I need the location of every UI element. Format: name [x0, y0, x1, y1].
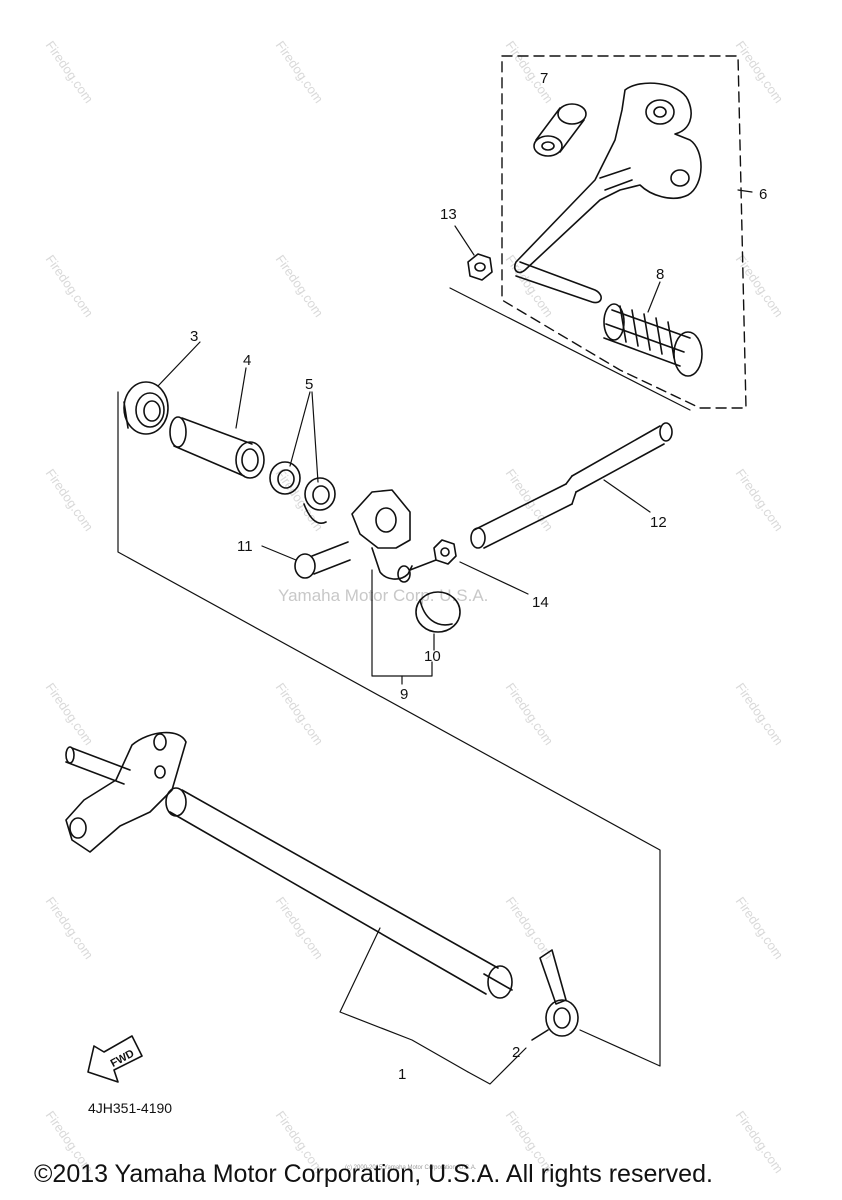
tiny-notice: (c) 2000-2015 Yamaha Motor Corporation, … — [345, 1165, 477, 1171]
callout-6: 6 — [759, 186, 768, 203]
oil-seal-part-3 — [123, 381, 169, 435]
spring-part-2 — [531, 949, 579, 1041]
callout-4: 4 — [243, 352, 252, 369]
callout-5: 5 — [305, 376, 314, 393]
copyright-notice: ©2013 Yamaha Motor Corporation, U.S.A. A… — [34, 1160, 713, 1188]
bushing-part-7 — [533, 103, 587, 157]
nut-part-13 — [467, 253, 493, 281]
callout-12: 12 — [650, 514, 667, 531]
bearings-part-5 — [269, 461, 336, 524]
part-number: 4JH351-4190 — [88, 1100, 173, 1116]
callout-11: 11 — [237, 538, 253, 555]
rubber-footpeg-part-8 — [603, 303, 703, 377]
shift-arm-part-9 — [351, 489, 437, 583]
callout-2: 2 — [512, 1044, 521, 1061]
collar-part-4 — [169, 416, 265, 479]
callout-10: 10 — [424, 648, 441, 665]
shift-pedal-part-6 — [513, 82, 702, 304]
callout-14: 14 — [532, 594, 549, 611]
callout-9: 9 — [400, 686, 409, 703]
callout-3: 3 — [190, 328, 199, 345]
cap-part-10 — [415, 591, 461, 633]
callout-7: 7 — [540, 70, 549, 87]
callout-1: 1 — [398, 1066, 407, 1083]
shift-shaft-part-1 — [65, 731, 513, 999]
fwd-arrow-icon — [87, 1035, 143, 1083]
nut-part-14 — [433, 539, 457, 565]
pinch-bolt-part-11 — [294, 541, 351, 579]
assembly-6-dashed-frame — [501, 55, 747, 409]
callout-8: 8 — [656, 266, 665, 283]
callout-13: 13 — [440, 206, 457, 223]
watermark-center: Yamaha Motor Corp. U.S.A. — [278, 586, 489, 605]
shift-rod-part-12 — [470, 422, 673, 549]
